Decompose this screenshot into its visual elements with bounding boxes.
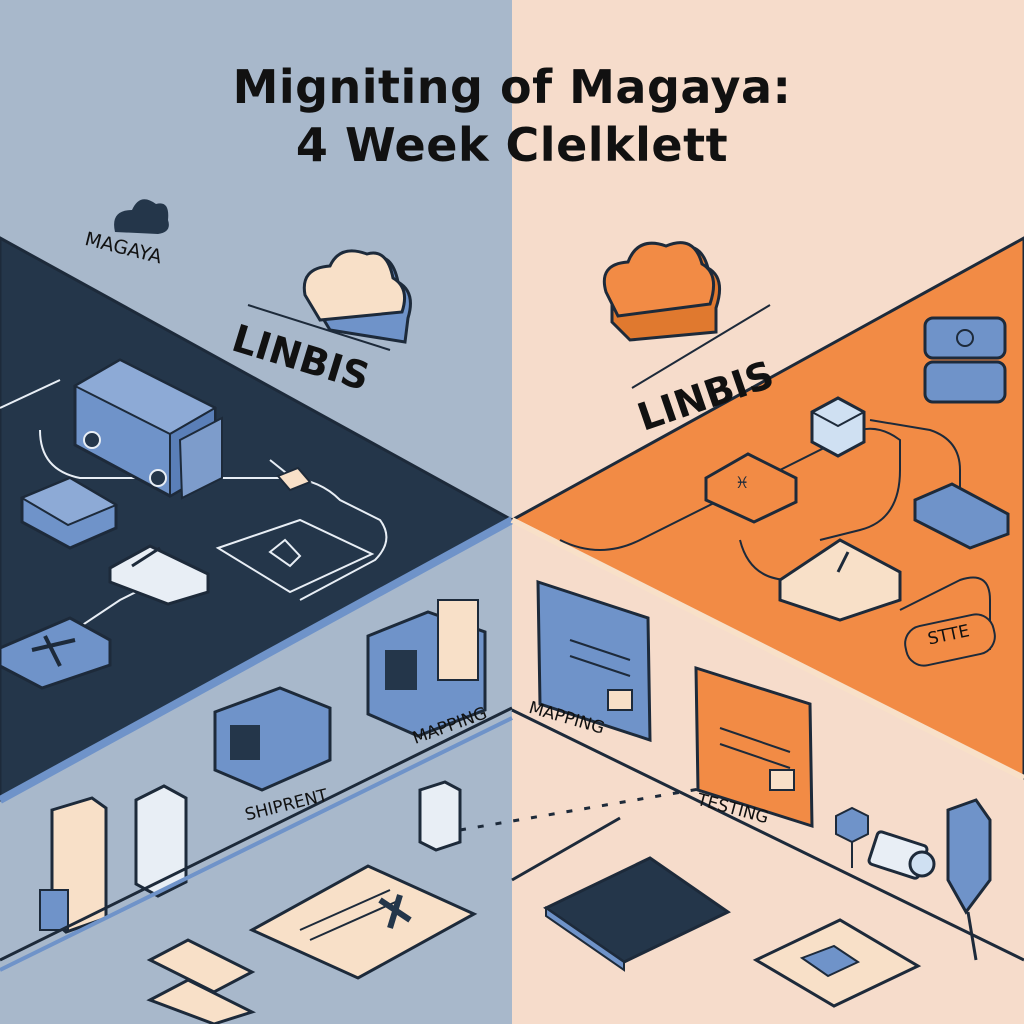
router-icon: [108, 544, 210, 606]
package-icon: [752, 918, 922, 1008]
cube-icon: [810, 396, 866, 458]
document-icon: [248, 864, 478, 980]
camera-icon: [867, 830, 936, 880]
page-title: Migniting of Magaya: 4 Week Clelklett: [0, 58, 1024, 174]
cloud-icon: [602, 241, 722, 342]
svg-text:♓: ♓: [735, 473, 749, 492]
cloud-icon: [302, 249, 412, 344]
left-label-rule: [247, 304, 391, 351]
cloud-icon: [114, 199, 169, 234]
server-icon: [923, 316, 1007, 404]
left-track: [0, 706, 513, 962]
right-label-rule: [631, 304, 771, 389]
tablet-icon: [913, 482, 1010, 550]
tablet-icon: [543, 856, 731, 972]
left-circuit-line: [0, 379, 388, 601]
server-icon: [0, 616, 112, 690]
title-line-1: Migniting of Magaya:: [232, 60, 792, 114]
pillar-icon: [134, 784, 188, 898]
right-track: [511, 708, 1024, 962]
document-icon: [536, 579, 652, 743]
router-icon: [19, 476, 119, 550]
router-icon: ♓: [704, 452, 798, 524]
right-circuit-line: [559, 419, 991, 650]
left-panel-edge: [0, 516, 514, 804]
document-icon: [694, 665, 814, 829]
title-line-2: 4 Week Clelklett: [295, 118, 729, 172]
site-badge: [904, 613, 996, 667]
package-icon: [418, 780, 462, 852]
hand-icon: [946, 798, 992, 961]
right-panel-edge: [510, 517, 1024, 781]
document-icon: [215, 518, 375, 594]
dotted-connector: [459, 780, 741, 832]
tile-icon: [146, 938, 256, 1024]
cube-icon: [835, 806, 869, 868]
right-lower-track: [511, 816, 621, 882]
server-icon: [366, 599, 487, 738]
router-icon: [778, 538, 902, 622]
truck-icon: [72, 358, 223, 500]
left-track-2: [0, 716, 513, 972]
server-icon: [213, 686, 332, 792]
package-icon: [276, 466, 312, 492]
